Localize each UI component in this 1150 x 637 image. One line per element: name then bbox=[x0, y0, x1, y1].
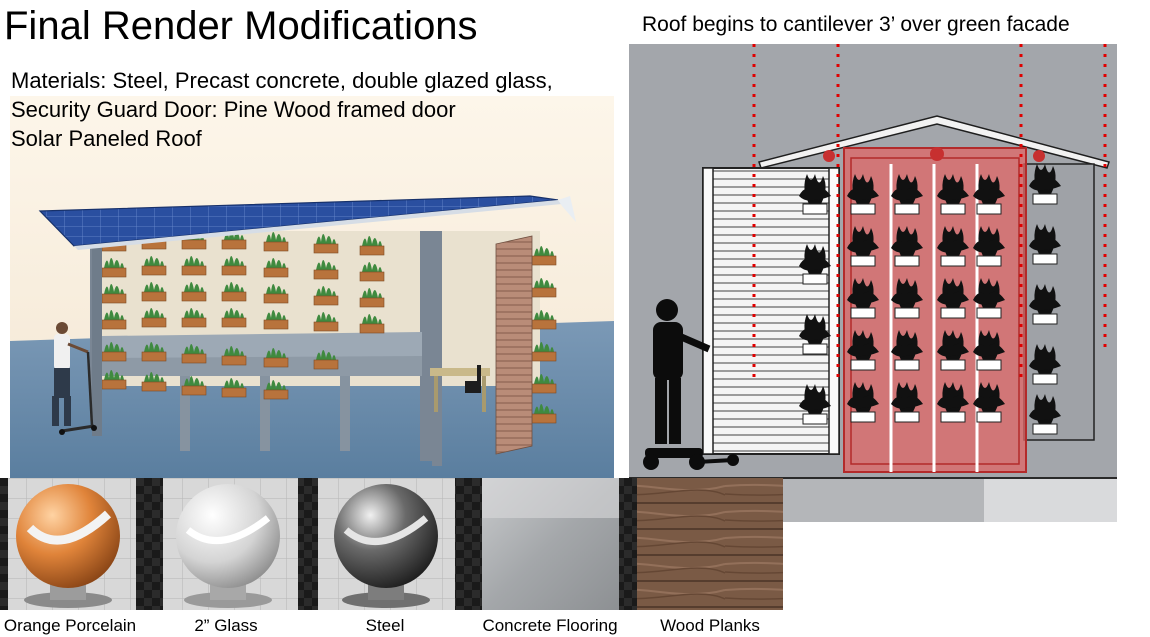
note-materials: Materials: Steel, Precast concrete, doub… bbox=[11, 68, 553, 93]
render-image bbox=[10, 96, 614, 478]
material-swatches bbox=[0, 478, 783, 610]
swatch-glass bbox=[163, 478, 318, 610]
note-door: Security Guard Door: Pine Wood framed do… bbox=[11, 97, 456, 122]
swatch-strip-image bbox=[0, 478, 783, 610]
swatch-wood bbox=[637, 478, 783, 610]
label-concrete-flooring: Concrete Flooring bbox=[482, 616, 618, 635]
elevation-caption: Roof begins to cantilever 3’ over green … bbox=[642, 13, 1070, 36]
elevation-drawing bbox=[629, 44, 1117, 522]
label-glass: 2” Glass bbox=[194, 616, 258, 635]
label-steel: Steel bbox=[365, 616, 405, 635]
perspective-render bbox=[10, 96, 614, 478]
label-wood-planks: Wood Planks bbox=[660, 616, 760, 635]
person-silhouette bbox=[643, 299, 739, 470]
elevation-image bbox=[629, 44, 1117, 522]
slide-title: Final Render Modifications bbox=[4, 4, 478, 48]
label-orange-porcelain: Orange Porcelain bbox=[3, 616, 137, 635]
swatch-orange-porcelain bbox=[0, 478, 163, 610]
note-roof: Solar Paneled Roof bbox=[11, 126, 202, 151]
swatch-concrete bbox=[482, 478, 637, 610]
materials-notes: Materials: Steel, Precast concrete, doub… bbox=[11, 66, 553, 153]
swatch-steel bbox=[318, 478, 482, 610]
person-figure bbox=[52, 322, 97, 435]
